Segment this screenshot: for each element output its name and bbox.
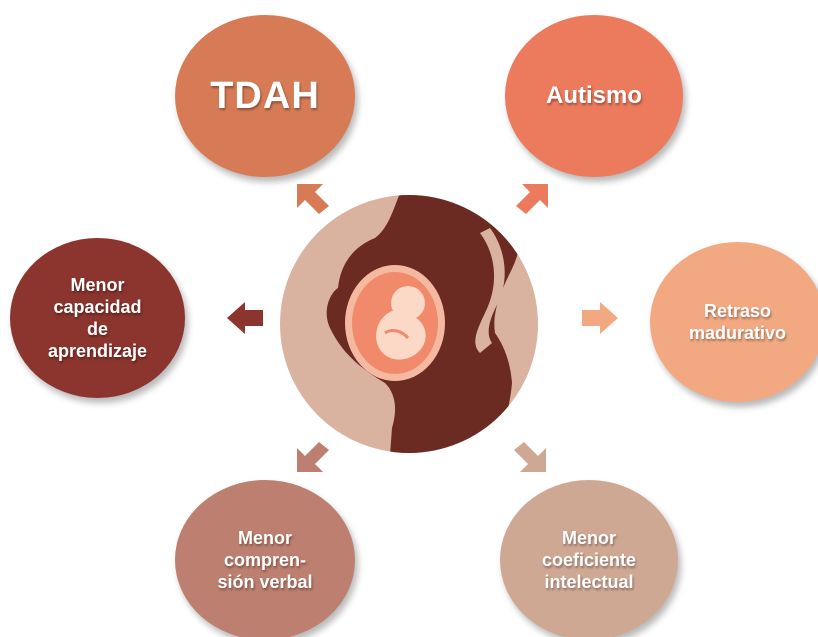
node-menor-aprendizaje: Menor capacidad de aprendizaje bbox=[10, 238, 185, 398]
node-menor-coeficiente: Menor coeficiente intelectual bbox=[500, 480, 678, 637]
arrow-right-icon bbox=[580, 300, 620, 336]
arrow-up-left-icon bbox=[293, 180, 333, 216]
node-tdah: TDAH bbox=[175, 15, 355, 177]
node-tdah-label: TDAH bbox=[210, 75, 320, 118]
pregnant-woman-fetus-icon bbox=[280, 193, 538, 455]
arrow-left-icon bbox=[225, 300, 265, 336]
node-autismo: Autismo bbox=[505, 15, 683, 177]
arrow-up-right-icon bbox=[512, 180, 552, 216]
arrow-down-left-icon bbox=[293, 440, 333, 476]
node-retraso-madurativo: Retraso madurativo bbox=[650, 242, 818, 402]
node-menor-comprension: Menor compren- sión verbal bbox=[175, 480, 355, 637]
node-coeficiente-label: Menor coeficiente intelectual bbox=[542, 527, 636, 593]
node-aprendizaje-label: Menor capacidad de aprendizaje bbox=[48, 274, 147, 362]
node-autismo-label: Autismo bbox=[546, 82, 642, 110]
node-retraso-label: Retraso madurativo bbox=[689, 300, 786, 344]
arrow-down-right-icon bbox=[510, 440, 550, 476]
node-comprension-label: Menor compren- sión verbal bbox=[217, 527, 312, 593]
